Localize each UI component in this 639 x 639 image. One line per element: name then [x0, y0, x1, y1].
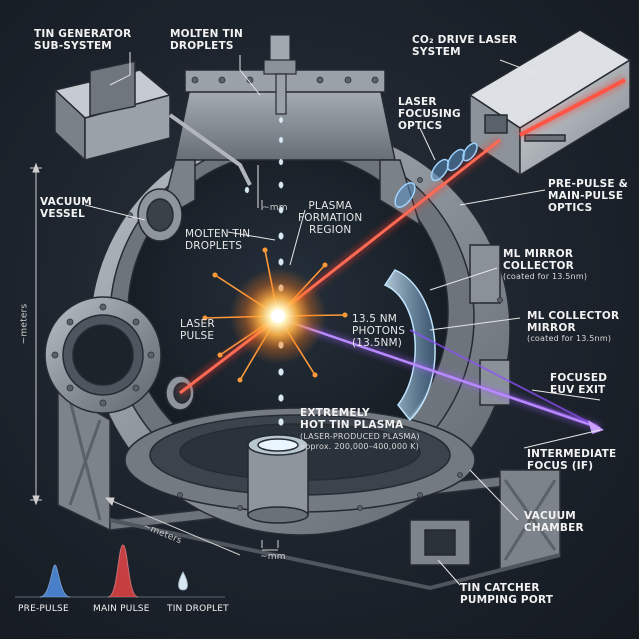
label-tin-generator: TIN GENERATOR SUB-SYSTEM: [34, 28, 132, 52]
pre-pulse-glyph: [39, 564, 71, 598]
co2-laser-box: [468, 29, 632, 177]
label-ml-mirror-collector-note: (coated for 13.5nm): [503, 272, 588, 281]
label-laser-pulse: LASER PULSE: [180, 318, 215, 342]
label-vacuum-chamber: VACUUM CHAMBER: [524, 510, 584, 534]
legend-glyphs: [15, 544, 225, 598]
legend-tin-droplet-label: TIN DROPLET: [167, 604, 229, 614]
focusing-lenses: [394, 142, 478, 208]
label-euv-photons: 13.5 nm PHOTONS (13.5nm): [352, 313, 406, 349]
tin-generator-motor: [53, 60, 252, 186]
label-ml-collector-mirror-note: (coated for 13.5nm): [527, 334, 612, 343]
legend-main-pulse-label: MAIN PULSE: [93, 604, 150, 614]
label-mm-bottom: ~mm: [260, 552, 286, 562]
dimension-lines: [30, 162, 279, 556]
tin-droplet-glyph: [178, 571, 188, 591]
label-co2-drive-laser: CO₂ DRIVE LASER SYSTEM: [412, 34, 518, 58]
label-ml-mirror-collector: ML MIRROR COLLECTOR: [503, 248, 574, 272]
label-pre-main-pulse-optics: PRE-PULSE & MAIN-PULSE OPTICS: [548, 178, 628, 214]
plasma-ray-heads: [202, 247, 348, 383]
collector-mirror: [383, 269, 436, 422]
label-molten-tin-droplets-inner: MOLTEN TIN DROPLETS: [185, 228, 251, 252]
euv-beam: [276, 314, 604, 434]
label-vacuum-vessel: VACUUM VESSEL: [40, 196, 92, 220]
plasma-core: [271, 309, 285, 323]
label-ml-collector-mirror: ML COLLECTOR MIRROR: [527, 310, 620, 334]
label-mm-top: ~mm: [262, 203, 288, 213]
legend-pre-pulse-label: PRE-PULSE: [18, 604, 69, 614]
droplet-nozzle: [263, 34, 297, 115]
label-laser-focusing-optics: LASER FOCUSING OPTICS: [398, 96, 461, 132]
label-hot-tin-plasma: EXTREMELY HOT TIN PLASMA: [300, 407, 404, 431]
label-hot-tin-plasma-note1: (LASER-PRODUCED PLASMA): [300, 432, 420, 441]
label-focused-euv-exit: FOCUSED EUV EXIT: [550, 372, 608, 396]
label-plasma-formation: PLASMA FORMATION REGION: [298, 200, 363, 236]
label-meters-vertical: ~meters: [19, 303, 30, 345]
label-tin-catcher: TIN CATCHER PUMPING PORT: [460, 582, 554, 606]
label-intermediate-focus: INTERMEDIATE FOCUS (IF): [527, 448, 617, 472]
callout-lines: [84, 52, 601, 586]
flange-bolts: [51, 76, 503, 511]
label-hot-tin-plasma-note2: approx. 200,000–400,000 K): [300, 442, 419, 451]
label-molten-tin-droplets-top: MOLTEN TIN DROPLETS: [170, 28, 243, 52]
main-pulse-glyph: [107, 544, 139, 598]
